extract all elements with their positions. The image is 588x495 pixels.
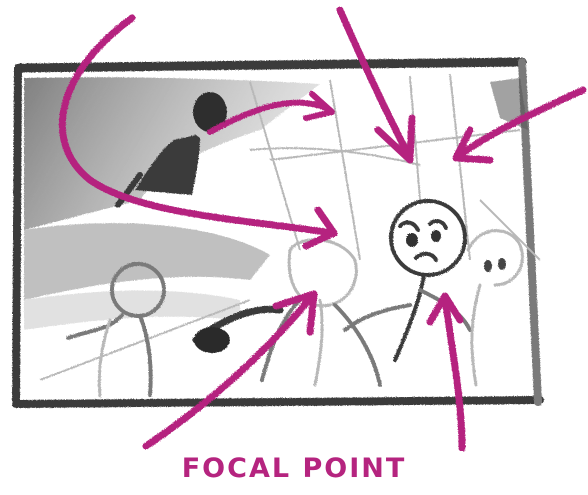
background-figure-right [468, 231, 522, 385]
arrow-from-top [340, 10, 412, 160]
environment-shading [24, 77, 528, 330]
arrow-from-bottom [430, 296, 462, 448]
focal-point-caption: FOCAL POINT [0, 452, 588, 486]
